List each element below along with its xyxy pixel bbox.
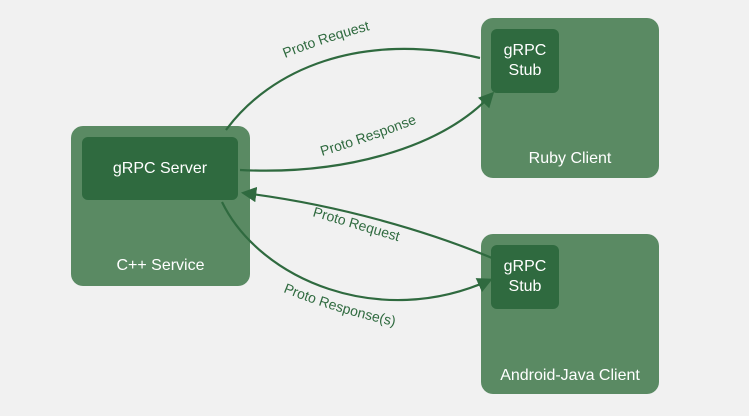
edge-android-response: [221, 201, 493, 302]
cpp-service-box: gRPC Server C++ Service: [71, 126, 250, 286]
android-java-client-box: gRPC Stub Android-Java Client: [481, 234, 659, 394]
ruby-client-label: Ruby Client: [528, 150, 612, 167]
grpc-server-box: gRPC Server: [82, 137, 238, 200]
ruby-grpc-stub-box: gRPC Stub: [491, 29, 559, 93]
android-grpc-stub-box: gRPC Stub: [491, 245, 559, 309]
cpp-service-label: C++ Service: [116, 257, 205, 274]
ruby-grpc-stub-label: gRPC Stub: [503, 42, 547, 79]
edge-ruby-request: [225, 47, 481, 131]
grpc-server-label: gRPC Server: [112, 159, 208, 177]
edge-label-android-response: Proto Response(s): [282, 280, 397, 329]
edge-label-android-request: Proto Request: [311, 204, 402, 245]
edge-ruby-response: [239, 91, 495, 172]
ruby-client-box: gRPC Stub Ruby Client: [481, 18, 659, 178]
edge-android-request: [240, 186, 493, 260]
edge-label-ruby-response: Proto Response: [318, 111, 418, 159]
edge-label-ruby-response-text: Proto Response: [318, 111, 418, 159]
edge-label-android-response-text: Proto Response(s): [282, 280, 397, 329]
android-grpc-stub-label: gRPC Stub: [503, 258, 547, 295]
edge-label-android-request-text: Proto Request: [311, 204, 402, 245]
android-java-client-label: Android-Java Client: [500, 367, 640, 384]
edge-label-ruby-request-text: Proto Request: [280, 17, 371, 60]
edge-label-ruby-request: Proto Request: [280, 17, 371, 60]
